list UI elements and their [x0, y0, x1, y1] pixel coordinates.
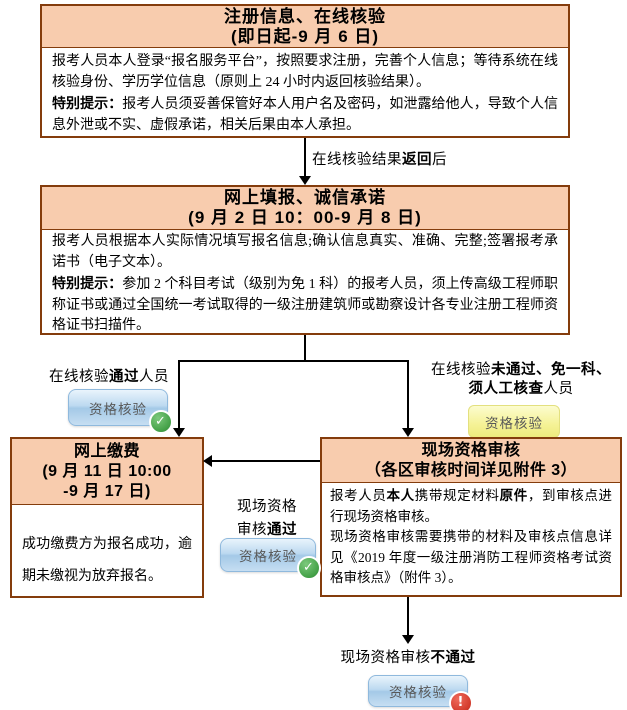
onsite-pass-label-line1: 现场资格 — [237, 499, 297, 515]
step-register-body: 报考人员本人登录“报名服务平台”，按照要求注册，完善个人信息；等待系统在线核验身… — [42, 48, 568, 139]
connector-onsite-to-pay — [212, 460, 320, 462]
connector-register-to-fill — [304, 138, 306, 177]
branch-manual-label: 在线核验未通过、免一科、 须人工核查人员 — [418, 361, 624, 399]
onsite-fail-label: 现场资格审核不通过 — [340, 650, 476, 666]
step-pay-box: 网上缴费 (9 月 11 日 10:00 -9 月 17 日) 成功缴费方为报名… — [10, 437, 204, 598]
step-onsite-header: 现场资格审核 （各区审核时间详见附件 3） — [322, 439, 620, 483]
arrowhead-down-icon — [402, 428, 414, 437]
paragraph: 报考人员本人携带规定材料原件，到审核点进行现场资格审核。 — [330, 488, 613, 524]
qualification-check-button-onsite-fail[interactable]: 资格核验 ! — [368, 675, 473, 710]
step-register-header: 注册信息、在线核验 (即日起-9 月 6 日) — [42, 6, 568, 48]
step-pay-title: 网上缴费 — [73, 442, 140, 460]
check-icon: ✓ — [297, 556, 321, 580]
qualification-check-button-onsite-pass[interactable]: 资格核验 ✓ — [220, 538, 321, 580]
badge-label: 资格核验 — [389, 685, 447, 700]
arrowhead-left-icon — [203, 455, 212, 467]
step-register-dates: (即日起-9 月 6 日) — [230, 26, 380, 46]
step-fill-header: 网上填报、诚信承诺 (9 月 2 日 10：00-9 月 8 日) — [42, 187, 568, 230]
step-fill-body: 报考人员根据本人实际情况填写报名信息;确认信息真实、准确、完整;签署报考承诺书（… — [42, 230, 568, 339]
paragraph: 特别提示：参加 2 个科目考试（级别为免 1 科）的报考人员，须上传高级工程师职… — [52, 275, 559, 333]
qualification-check-button-manual[interactable]: 资格核验 — [468, 405, 560, 438]
step-register-title: 注册信息、在线核验 — [224, 6, 386, 26]
after-register-label: 在线核验结果返回后 — [312, 152, 447, 168]
connector-branch-left — [178, 360, 180, 429]
paragraph: 现场资格审核需要携带的材料及审核点信息详见《2019 年度一级注册消防工程师资格… — [330, 529, 612, 585]
paragraph: 成功缴费方为报名成功，逾期未缴视为放弃报名。 — [22, 537, 192, 584]
step-pay-dates-line2: -9 月 17 日) — [63, 482, 151, 500]
onsite-pass-label-line2: 审核通过 — [237, 522, 297, 538]
branch-pass-label: 在线核验通过人员 — [49, 369, 169, 385]
connector-branch-right — [407, 360, 409, 429]
step-pay-header: 网上缴费 (9 月 11 日 10:00 -9 月 17 日) — [12, 439, 202, 505]
error-icon: ! — [449, 691, 473, 710]
branch-manual-label-line2: 须人工核查人员 — [468, 381, 574, 397]
step-onsite-dates: （各区审核时间详见附件 3） — [364, 461, 578, 479]
arrowhead-down-icon — [299, 176, 311, 185]
connector-fill-stem — [304, 335, 306, 362]
branch-manual-label-line1: 在线核验未通过、免一科、 — [431, 362, 611, 378]
paragraph: 特别提示：报考人员须妥善保管好本人用户名及密码，如泄露给他人，导致个人信息外泄或… — [52, 95, 559, 133]
step-fill-title: 网上填报、诚信承诺 — [224, 188, 386, 207]
step-pay-dates-line1: (9 月 11 日 10:00 — [42, 462, 172, 480]
qualification-check-button-online-pass[interactable]: 资格核验 ✓ — [68, 389, 173, 434]
arrowhead-down-icon — [402, 635, 414, 644]
step-fill-dates: (9 月 2 日 10：00-9 月 8 日) — [188, 208, 422, 227]
step-onsite-title: 现场资格审核 — [421, 441, 521, 459]
connector-onsite-fail — [407, 597, 409, 636]
paragraph: 报考人员根据本人实际情况填写报名信息;确认信息真实、准确、完整;签署报考承诺书（… — [52, 234, 558, 270]
paragraph: 报考人员本人登录“报名服务平台”，按照要求注册，完善个人信息；等待系统在线核验身… — [52, 54, 558, 90]
arrowhead-down-icon — [173, 428, 185, 437]
step-onsite-body: 报考人员本人携带规定材料原件，到审核点进行现场资格审核。 现场资格审核需要携带的… — [322, 483, 620, 592]
badge-label: 资格核验 — [239, 549, 297, 564]
badge-label: 资格核验 — [485, 415, 543, 431]
connector-branch-bar — [178, 360, 409, 362]
step-fill-box: 网上填报、诚信承诺 (9 月 2 日 10：00-9 月 8 日) 报考人员根据… — [40, 185, 570, 335]
step-register-box: 注册信息、在线核验 (即日起-9 月 6 日) 报考人员本人登录“报名服务平台”… — [40, 4, 570, 138]
check-icon: ✓ — [149, 410, 173, 434]
onsite-pass-label: 现场资格 审核通过 — [223, 496, 311, 542]
badge-label: 资格核验 — [89, 401, 147, 417]
step-onsite-box: 现场资格审核 （各区审核时间详见附件 3） 报考人员本人携带规定材料原件，到审核… — [320, 437, 622, 597]
step-pay-body: 成功缴费方为报名成功，逾期未缴视为放弃报名。 — [12, 505, 202, 593]
